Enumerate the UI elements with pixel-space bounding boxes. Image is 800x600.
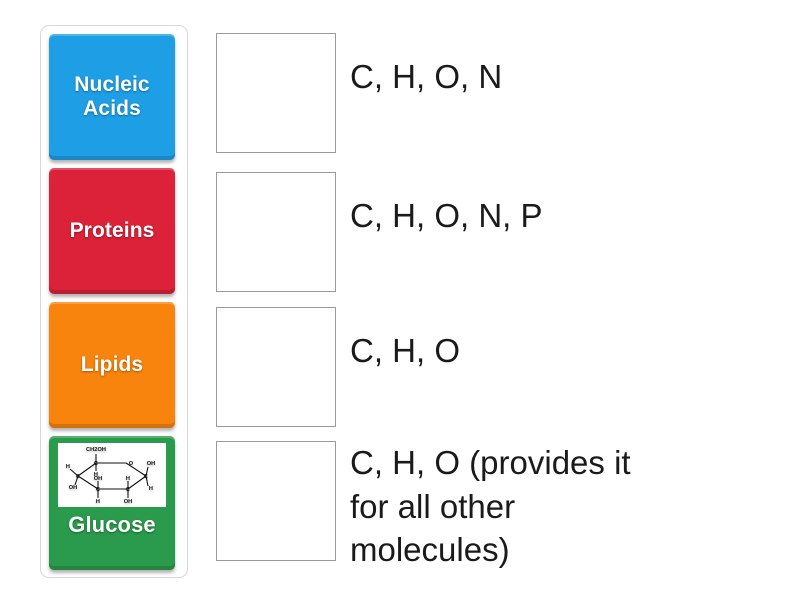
svg-text:H: H: [94, 472, 98, 478]
drop-zone-2[interactable]: [216, 172, 336, 292]
svg-text:H: H: [149, 486, 153, 492]
svg-text:OH: OH: [69, 485, 78, 491]
svg-text:C: C: [94, 461, 98, 467]
svg-text:C: C: [96, 487, 100, 493]
answer-row-4: C, H, O (provides it for all other molec…: [216, 441, 672, 572]
draggable-tile-tray: Nucleic Acids Proteins Lipids: [40, 25, 188, 578]
tile-label-nucleic-acids: Nucleic Acids: [74, 73, 150, 120]
svg-text:H: H: [66, 464, 70, 470]
draggable-tile-glucose[interactable]: CH2OH C O H H C OH OH C H H C OH OH C H: [49, 436, 175, 570]
svg-text:CH2OH: CH2OH: [86, 447, 106, 453]
tile-label-lipids: Lipids: [80, 353, 144, 377]
drop-zone-1[interactable]: [216, 33, 336, 153]
draggable-tile-lipids[interactable]: Lipids: [49, 302, 175, 428]
svg-text:O: O: [129, 461, 134, 467]
answer-text-4: C, H, O (provides it for all other molec…: [350, 444, 640, 569]
glucose-structure-icon: CH2OH C O H H C OH OH C H H C OH OH C H: [58, 443, 166, 507]
svg-text:H: H: [126, 476, 130, 482]
svg-text:C: C: [144, 474, 148, 480]
tile-label-glucose: Glucose: [68, 512, 156, 537]
answer-text-2: C, H, O, N, P: [350, 197, 543, 234]
tile-label-proteins: Proteins: [69, 219, 155, 243]
answer-row-2: C, H, O, N, P: [216, 172, 543, 292]
draggable-tile-nucleic-acids[interactable]: Nucleic Acids: [49, 34, 175, 160]
svg-text:OH: OH: [124, 499, 133, 505]
answer-text-3: C, H, O: [350, 332, 461, 369]
drop-zone-4[interactable]: [216, 441, 336, 561]
answer-row-3: C, H, O: [216, 307, 460, 427]
svg-text:C: C: [126, 487, 130, 493]
drop-zone-3[interactable]: [216, 307, 336, 427]
svg-text:H: H: [96, 499, 100, 505]
svg-text:OH: OH: [147, 461, 156, 467]
draggable-tile-proteins[interactable]: Proteins: [49, 168, 175, 294]
answer-row-1: C, H, O, N: [216, 33, 502, 153]
answer-text-1: C, H, O, N: [350, 58, 503, 95]
svg-text:C: C: [76, 474, 80, 480]
svg-text:OH: OH: [94, 476, 103, 482]
